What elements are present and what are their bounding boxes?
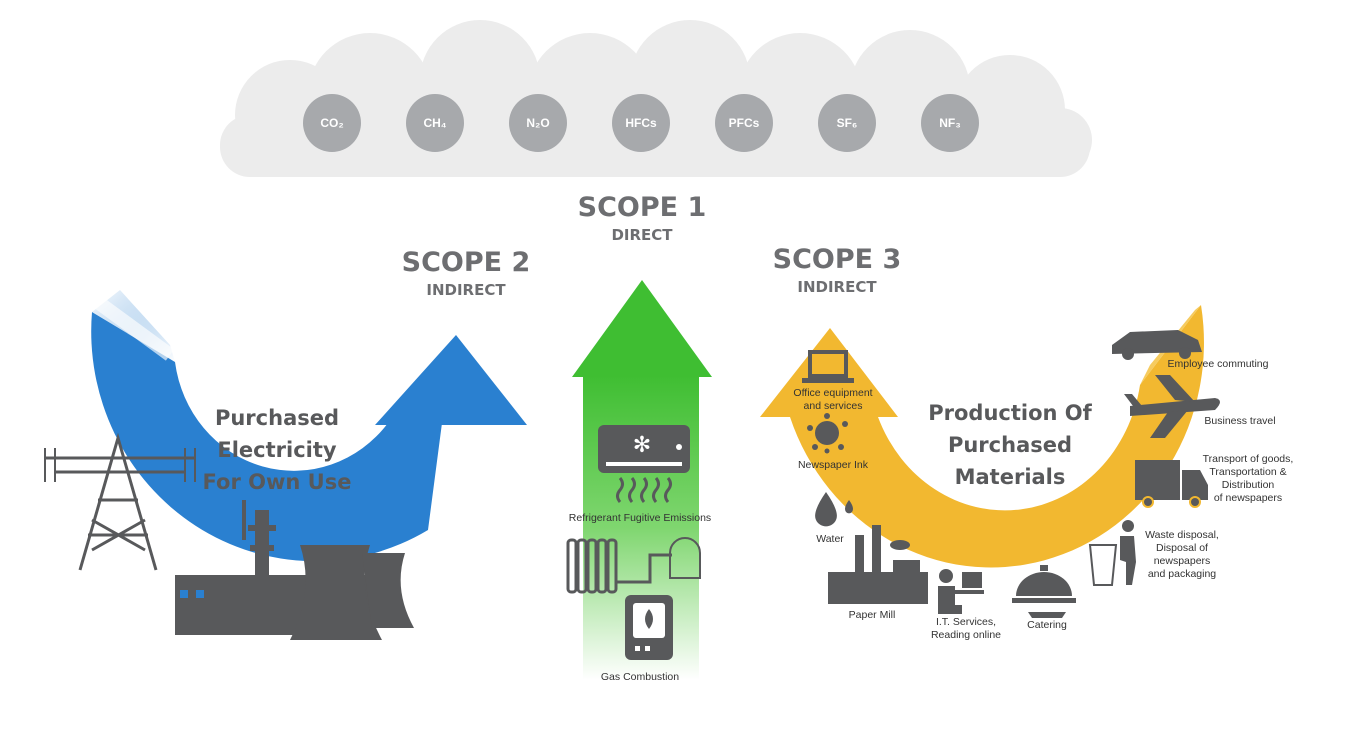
scope2-center-line: Electricity	[217, 438, 337, 462]
gas-label: SF₆	[837, 116, 858, 130]
gas-combustion-label: Gas Combustion	[601, 671, 679, 683]
paper-mill-label: Paper Mill	[849, 609, 896, 621]
gas-circle	[818, 94, 876, 152]
gas-label: CH₄	[423, 116, 446, 130]
it-services-label: Reading online	[931, 629, 1001, 641]
scope2-subtitle: INDIRECT	[426, 281, 506, 299]
gas-label: CO₂	[320, 116, 343, 130]
gas-circle	[612, 94, 670, 152]
waste-label: Waste disposal,	[1145, 529, 1219, 541]
gas-label: NF₃	[939, 116, 961, 130]
transmission-tower-icon	[44, 432, 196, 571]
transport-label: Distribution	[1222, 479, 1275, 491]
trash-person-icon	[1088, 520, 1136, 586]
gas-label: N₂O	[526, 116, 549, 130]
catering-label: Catering	[1027, 619, 1067, 631]
power-plant-icon	[175, 500, 414, 640]
newspaper-ink-label: Newspaper Ink	[798, 459, 869, 471]
gas-label: HFCs	[625, 116, 657, 130]
business-travel-label: Business travel	[1204, 415, 1275, 427]
factory-icon	[828, 525, 928, 604]
waste-label: newspapers	[1154, 555, 1211, 567]
scope2-center-line: For Own Use	[203, 470, 352, 494]
radiator-icon	[566, 538, 672, 594]
boiler-icon	[625, 537, 701, 660]
scope1-title: SCOPE 1	[578, 192, 707, 223]
office-label: Office equipment	[793, 387, 872, 399]
scope3-center-line: Production Of	[928, 401, 1092, 425]
scope3-center-line: Purchased	[948, 433, 1072, 457]
scope3-subtitle: INDIRECT	[797, 278, 877, 296]
gas-list: CO₂ CH₄ N₂O HFCs PFCs SF₆ NF₃	[303, 94, 979, 152]
water-label: Water	[816, 533, 844, 545]
refrigerant-label: Refrigerant Fugitive Emissions	[569, 512, 711, 524]
transport-label: Transportation &	[1209, 466, 1286, 478]
gas-circle	[509, 94, 567, 152]
waste-label: and packaging	[1148, 568, 1216, 580]
scope3-title: SCOPE 3	[773, 244, 902, 275]
waste-label: Disposal of	[1156, 542, 1208, 554]
office-label: and services	[804, 400, 863, 412]
laptop-icon	[802, 350, 854, 383]
gas-circle	[921, 94, 979, 152]
car-icon	[1112, 330, 1202, 360]
transport-label: Transport of goods,	[1203, 453, 1294, 465]
scope2-center-line: Purchased	[215, 406, 339, 430]
scope2-arrow	[90, 290, 527, 562]
transport-label: of newspapers	[1214, 492, 1282, 504]
airplane-icon	[1124, 375, 1220, 438]
water-drop-icon	[815, 492, 853, 527]
air-conditioner-icon: ✻	[598, 425, 690, 473]
scope1-subtitle: DIRECT	[611, 226, 673, 244]
ink-splat-icon	[807, 413, 848, 454]
gas-label: PFCs	[729, 116, 760, 130]
gas-circle	[303, 94, 361, 152]
heat-waves-icon	[616, 477, 672, 503]
scope2-title: SCOPE 2	[402, 247, 531, 278]
scope3-center-line: Materials	[955, 465, 1066, 489]
employee-commuting-label: Employee commuting	[1168, 358, 1269, 370]
it-services-label: I.T. Services,	[936, 616, 996, 628]
cloche-icon	[1012, 565, 1076, 618]
gas-circle	[406, 94, 464, 152]
gas-circle	[715, 94, 773, 152]
emissions-cloud	[220, 20, 1092, 177]
truck-icon	[1135, 460, 1208, 508]
computer-user-icon	[938, 569, 984, 614]
svg-text:✻: ✻	[633, 433, 651, 458]
